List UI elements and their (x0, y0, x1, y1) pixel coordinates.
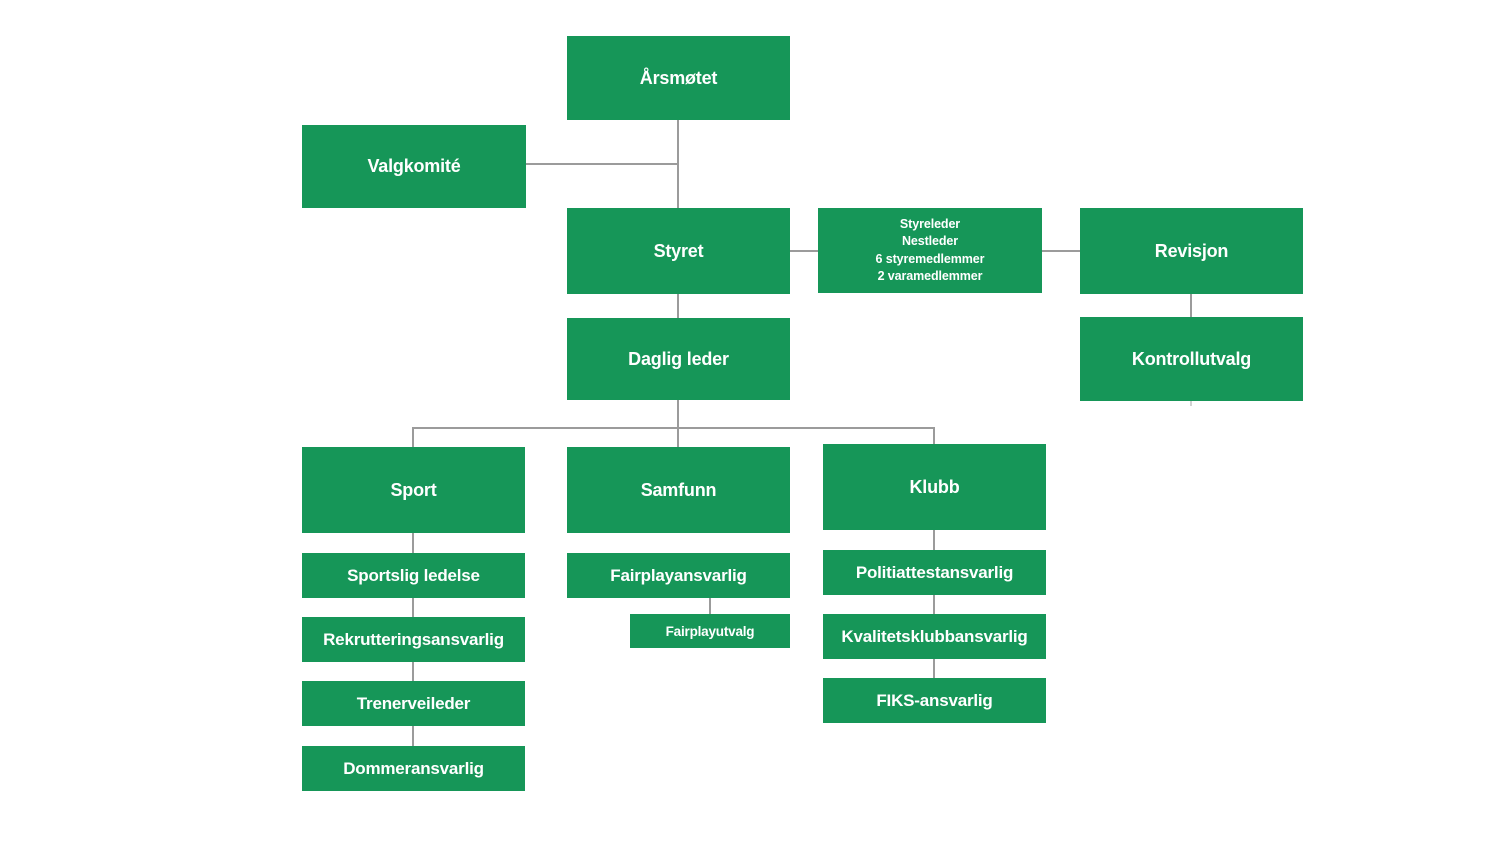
node-kvalitetsklubbansvarlig: Kvalitetsklubbansvarlig (823, 614, 1046, 659)
connector-klubb-politiattest (933, 530, 935, 550)
connector-valgkomite-trunk (526, 163, 678, 165)
connector-rail-samfunn (677, 427, 679, 447)
node-kontrollutvalg: Kontrollutvalg (1080, 317, 1303, 401)
connector-sport-sportsligledelse (412, 533, 414, 553)
node-trenerveileder-label: Trenerveileder (356, 693, 471, 713)
connector-kvalitetsklubb-fiks (933, 659, 935, 678)
node-kontrollutvalg-label: Kontrollutvalg (1131, 348, 1252, 369)
connector-kontrollutvalg-stub (1190, 401, 1192, 406)
node-samfunn-label: Samfunn (640, 479, 717, 500)
node-fairplayutvalg: Fairplayutvalg (630, 614, 790, 648)
node-klubb-label: Klubb (909, 476, 960, 497)
connector-politiattest-kvalitetsklubb (933, 595, 935, 614)
node-fiks-ansvarlig: FIKS-ansvarlig (823, 678, 1046, 723)
connector-dagligleder-rail (677, 400, 679, 427)
connector-revisjon-kontrollutvalg (1190, 294, 1192, 317)
connector-sammensetning-revisjon (1042, 250, 1080, 252)
node-samfunn: Samfunn (567, 447, 790, 533)
node-rekrutteringsansvarlig-label: Rekrutteringsansvarlig (323, 629, 504, 649)
connector-rekruttering-trenerveileder (412, 662, 414, 681)
node-fairplayansvarlig-label: Fairplayansvarlig (610, 565, 747, 585)
node-revisjon-label: Revisjon (1154, 240, 1229, 261)
node-klubb: Klubb (823, 444, 1046, 530)
node-sportslig-ledelse: Sportslig ledelse (302, 553, 525, 598)
sammensetning-line-2: Nestleder (901, 234, 959, 248)
node-rekrutteringsansvarlig: Rekrutteringsansvarlig (302, 617, 525, 662)
connector-arsmotet-styret (677, 120, 679, 208)
node-dommeransvarlig: Dommeransvarlig (302, 746, 525, 791)
connector-rail-klubb (933, 427, 935, 444)
node-fiks-ansvarlig-label: FIKS-ansvarlig (876, 690, 993, 710)
node-dommeransvarlig-label: Dommeransvarlig (343, 758, 484, 778)
node-styret-label: Styret (653, 240, 704, 261)
node-politiattestansvarlig-label: Politiattestansvarlig (855, 562, 1014, 582)
connector-fairplayansvarlig-fairplayutvalg (709, 598, 711, 614)
node-kvalitetsklubbansvarlig-label: Kvalitetsklubbansvarlig (841, 626, 1028, 646)
node-fairplayutvalg-label: Fairplayutvalg (665, 623, 755, 639)
node-sportslig-ledelse-label: Sportslig ledelse (347, 565, 480, 585)
node-daglig-leder: Daglig leder (567, 318, 790, 400)
node-valgkomite: Valgkomité (302, 125, 526, 208)
connector-sportsligledelse-rekruttering (412, 598, 414, 617)
connector-styret-sammensetning (790, 250, 818, 252)
sammensetning-line-3: 6 styremedlemmer (875, 251, 985, 266)
node-trenerveileder: Trenerveileder (302, 681, 525, 726)
node-daglig-leder-label: Daglig leder (628, 348, 729, 369)
node-arsmotet-label: Årsmøtet (639, 67, 718, 88)
node-styret-sammensetning: Styreleder Nestleder 6 styremedlemmer 2 … (818, 208, 1042, 293)
node-arsmotet: Årsmøtet (567, 36, 790, 120)
node-fairplayansvarlig: Fairplayansvarlig (567, 553, 790, 598)
node-valgkomite-label: Valgkomité (367, 156, 461, 176)
connector-styret-dagligleder (677, 294, 679, 318)
sammensetning-line-1: Styreleder (899, 216, 961, 231)
node-politiattestansvarlig: Politiattestansvarlig (823, 550, 1046, 595)
node-revisjon: Revisjon (1080, 208, 1303, 294)
sammensetning-line-4: 2 varamedlemmer (877, 269, 983, 283)
connector-trenerveileder-dommeransvarlig (412, 726, 414, 746)
node-sport: Sport (302, 447, 525, 533)
node-styret: Styret (567, 208, 790, 294)
connector-rail-sport (412, 427, 414, 447)
connector-rail (412, 427, 935, 429)
node-sport-label: Sport (390, 479, 437, 500)
